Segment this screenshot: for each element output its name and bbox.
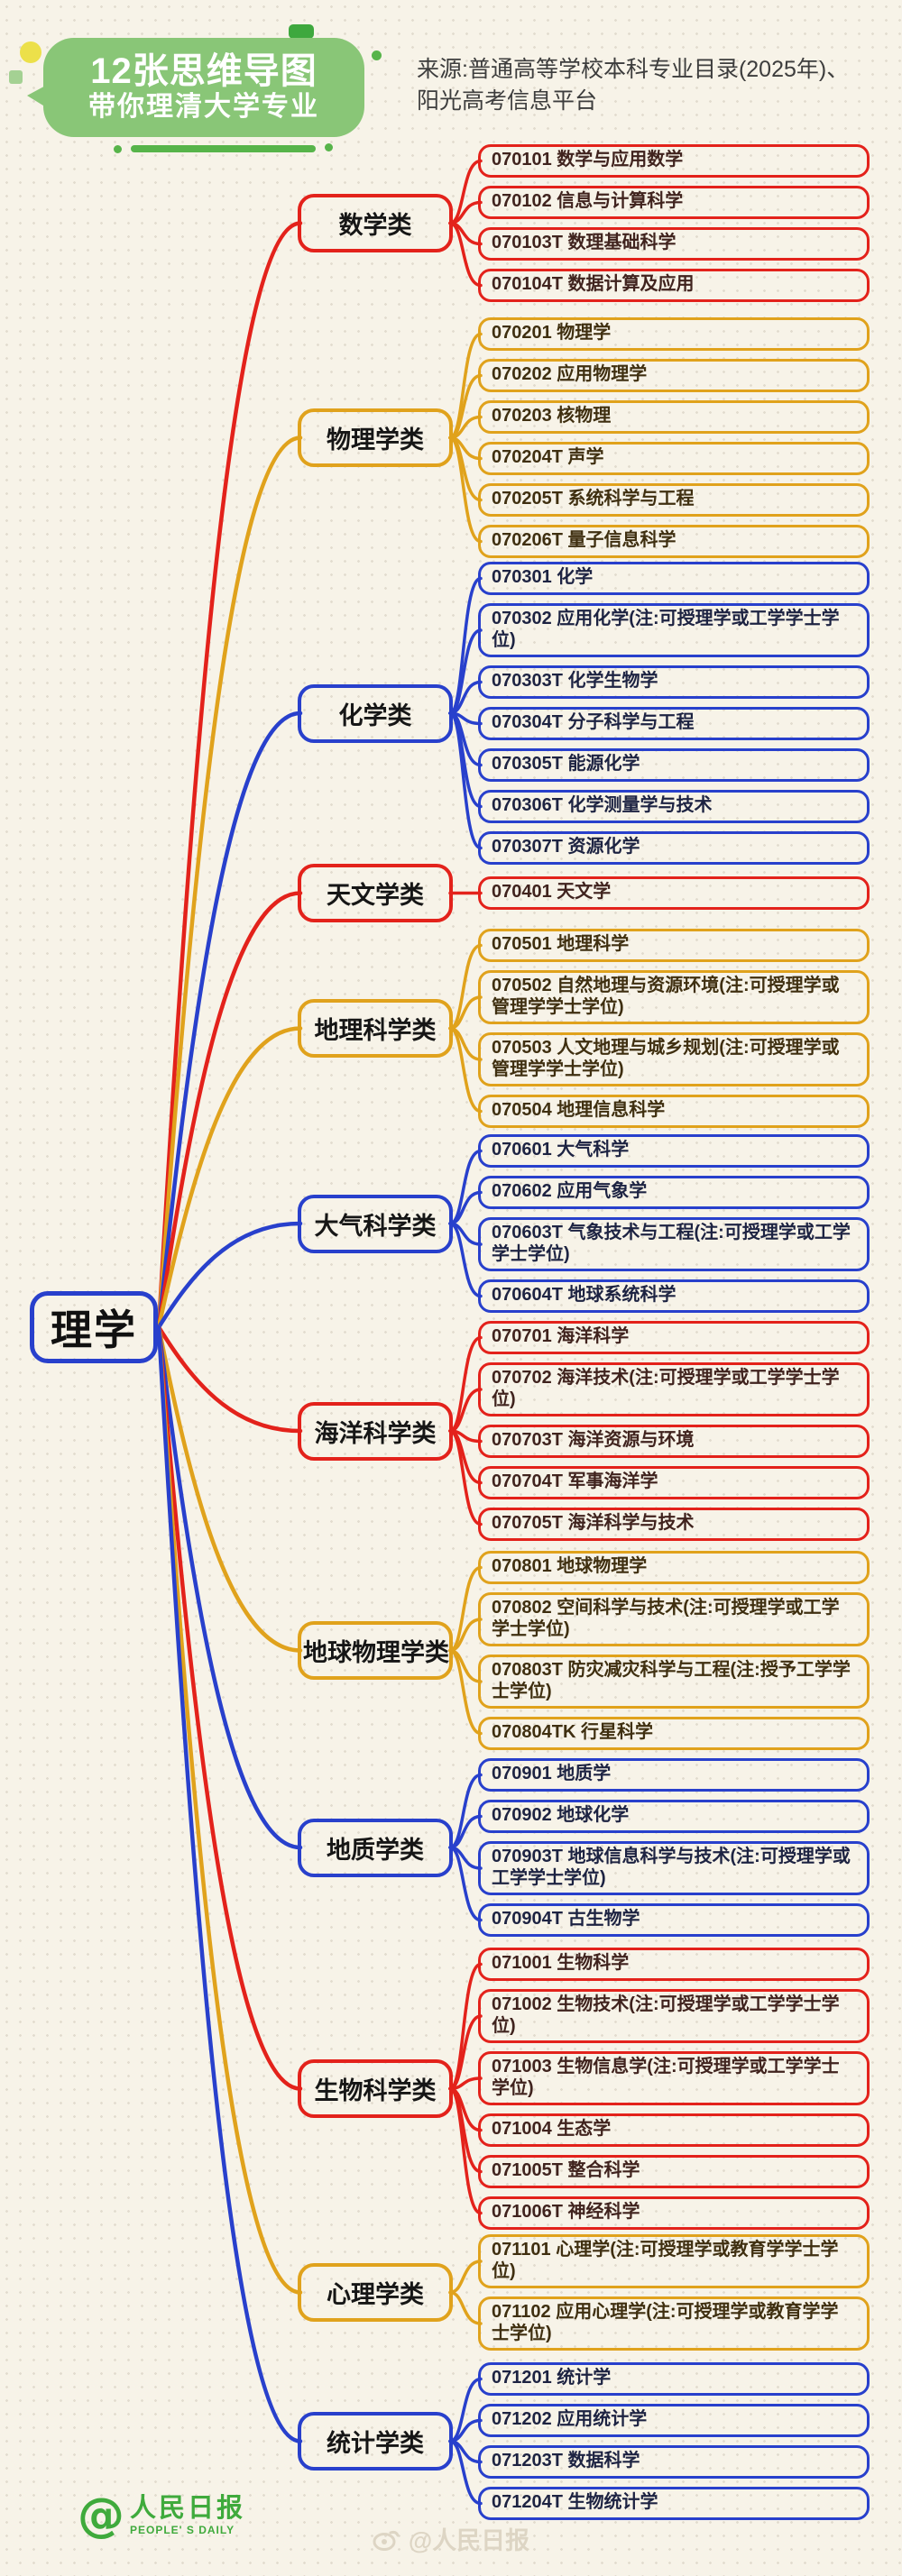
major-node: 071202 应用统计学	[478, 2404, 870, 2437]
major-node: 070103T 数理基础科学	[478, 227, 870, 261]
category-node: 大气科学类	[298, 1194, 453, 1253]
category-node: 物理学类	[298, 408, 453, 467]
major-node: 071002 生物技术(注:可授理学或工学学士学位)	[478, 1989, 870, 2043]
category-node: 数学类	[298, 194, 453, 252]
category-node: 海洋科学类	[298, 1401, 453, 1461]
major-node: 070307T 资源化学	[478, 831, 870, 865]
page-title: 12张思维导图	[90, 51, 318, 91]
major-node: 070802 空间科学与技术(注:可授理学或工学学士学位)	[478, 1592, 870, 1646]
major-node: 071101 心理学(注:可授理学或教育学学士学位)	[478, 2234, 870, 2288]
major-node: 070804TK 行星科学	[478, 1717, 870, 1750]
peoples-daily-logo: @ 人民日报 PEOPLE' S DAILY	[78, 2492, 245, 2539]
decor-underline-dot-right	[325, 143, 333, 151]
major-node: 070604T 地球系统科学	[478, 1279, 870, 1313]
category-node: 生物科学类	[298, 2059, 453, 2118]
major-node: 070306T 化学测量学与技术	[478, 790, 870, 823]
source-note: 来源:普通高等学校本科专业目录(2025年)、 阳光高考信息平台	[417, 54, 886, 117]
major-node: 070602 应用气象学	[478, 1176, 870, 1209]
major-node: 071005T 整合科学	[478, 2155, 870, 2188]
decor-green-dot-small	[372, 50, 382, 60]
major-node: 070702 海洋技术(注:可授理学或工学学士学位)	[478, 1362, 870, 1416]
category-node: 化学类	[298, 683, 453, 743]
major-node: 070102 信息与计算科学	[478, 186, 870, 219]
major-node: 070701 海洋科学	[478, 1321, 870, 1354]
major-node: 070304T 分子科学与工程	[478, 707, 870, 740]
major-node: 070503 人文地理与城乡规划(注:可授理学或管理学学士学位)	[478, 1032, 870, 1086]
major-node: 071204T 生物统计学	[478, 2487, 870, 2520]
page-subtitle: 带你理清大学专业	[88, 92, 319, 122]
major-node: 070305T 能源化学	[478, 748, 870, 782]
major-node: 070205T 系统科学与工程	[478, 483, 870, 517]
major-node: 070401 天文学	[478, 876, 870, 910]
major-node: 070204T 声学	[478, 442, 870, 475]
logo-text-en: PEOPLE' S DAILY	[130, 2524, 235, 2536]
category-node: 心理学类	[298, 2263, 453, 2322]
source-line2: 阳光高考信息平台	[417, 88, 598, 114]
category-node: 地理科学类	[298, 999, 453, 1058]
major-node: 071006T 神经科学	[478, 2196, 870, 2230]
watermark-text: @人民日报	[408, 2527, 530, 2554]
major-node: 070101 数学与应用数学	[478, 144, 870, 178]
major-node: 071201 统计学	[478, 2362, 870, 2396]
major-node: 071102 应用心理学(注:可授理学或教育学学士学位)	[478, 2296, 870, 2351]
major-node: 071001 生物科学	[478, 1948, 870, 1981]
at-sign-icon: @	[78, 2489, 124, 2543]
major-node: 070901 地质学	[478, 1758, 870, 1792]
decor-green-rect	[289, 24, 314, 39]
major-node: 070302 应用化学(注:可授理学或工学学士学位)	[478, 603, 870, 657]
major-node: 070704T 军事海洋学	[478, 1466, 870, 1499]
major-node: 070501 地理科学	[478, 929, 870, 962]
root-label: 理学	[51, 1306, 137, 1353]
major-node: 070603T 气象技术与工程(注:可授理学或工学学士学位)	[478, 1217, 870, 1271]
category-node: 统计学类	[298, 2412, 453, 2471]
major-node: 070904T 古生物学	[478, 1903, 870, 1937]
category-node: 地球物理学类	[298, 1621, 453, 1680]
major-node: 070703T 海洋资源与环境	[478, 1425, 870, 1458]
major-node: 070301 化学	[478, 562, 870, 595]
major-node: 070206T 量子信息科学	[478, 525, 870, 558]
major-node: 070705T 海洋科学与技术	[478, 1508, 870, 1541]
category-node: 天文学类	[298, 864, 453, 922]
major-node: 070902 地球化学	[478, 1800, 870, 1833]
major-node: 070601 大气科学	[478, 1134, 870, 1168]
decor-green-square	[9, 70, 23, 84]
decor-underline-bar	[131, 145, 316, 152]
major-node: 070801 地球物理学	[478, 1551, 870, 1584]
major-node: 070903T 地球信息科学与技术(注:可授理学或工学学士学位)	[478, 1841, 870, 1895]
major-node: 071003 生物信息学(注:可授理学或工学学士学位)	[478, 2051, 870, 2105]
major-node: 070201 物理学	[478, 317, 870, 351]
major-node: 071203T 数据科学	[478, 2445, 870, 2479]
source-line1: 来源:普通高等学校本科专业目录(2025年)、	[417, 57, 850, 82]
major-node: 070203 核物理	[478, 400, 870, 434]
weibo-icon	[373, 2530, 400, 2551]
major-node: 070303T 化学生物学	[478, 665, 870, 699]
decor-yellow-dot	[20, 41, 41, 63]
major-node: 070502 自然地理与资源环境(注:可授理学或管理学学士学位)	[478, 970, 870, 1024]
major-node: 070104T 数据计算及应用	[478, 269, 870, 302]
logo-text-cn: 人民日报	[130, 2494, 246, 2523]
weibo-watermark: @人民日报	[0, 2521, 902, 2556]
major-node: 070202 应用物理学	[478, 359, 870, 392]
category-node: 地质学类	[298, 1818, 453, 1877]
title-bubble: 12张思维导图 带你理清大学专业	[43, 38, 364, 137]
decor-underline-dot-left	[114, 145, 122, 153]
major-node: 070803T 防灾减灾科学与工程(注:授予工学学士学位)	[478, 1655, 870, 1709]
major-node: 071004 生态学	[478, 2113, 870, 2147]
root-node-science: 理学	[30, 1291, 158, 1363]
major-node: 070504 地理信息科学	[478, 1095, 870, 1128]
